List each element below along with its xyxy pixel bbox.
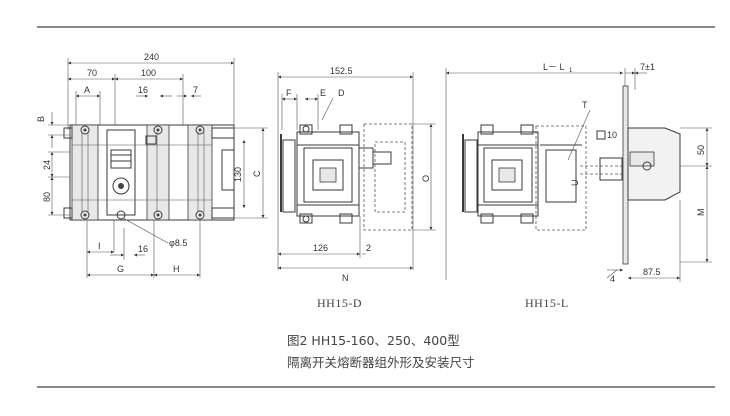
figure-caption-title: 图2 HH15-160、250、400型 bbox=[287, 333, 460, 348]
dim-80: 80 bbox=[42, 192, 52, 202]
dim-10: 10 bbox=[607, 130, 617, 140]
label-f: F bbox=[286, 88, 292, 98]
dim-l1-subscript: 1 bbox=[569, 68, 573, 74]
label-o: O bbox=[421, 175, 431, 182]
figure-caption-subtitle: 隔离开关熔断器组外形及安装尺寸 bbox=[287, 355, 475, 370]
label-t: T bbox=[582, 100, 588, 110]
side-view-d bbox=[277, 72, 436, 270]
label-m: M bbox=[696, 209, 706, 217]
dim-7-pm-1: 7±1 bbox=[640, 62, 655, 72]
side-view-l bbox=[445, 68, 712, 282]
dim-50: 50 bbox=[696, 145, 706, 155]
label-i: I bbox=[98, 241, 101, 251]
dim-126: 126 bbox=[313, 243, 328, 253]
label-c: C bbox=[252, 170, 262, 177]
label-b: B bbox=[36, 116, 46, 122]
dim-4: 4 bbox=[610, 274, 615, 284]
bottom-rule bbox=[37, 386, 715, 388]
label-g: G bbox=[117, 264, 124, 274]
label-e: E bbox=[320, 88, 326, 98]
dim-l-minus-l1: L－ L bbox=[543, 62, 565, 72]
dim-100: 100 bbox=[141, 68, 156, 78]
model-label-d: HH15-D bbox=[317, 296, 362, 310]
dim-16-top: 16 bbox=[138, 85, 148, 95]
dim-24: 24 bbox=[42, 160, 52, 170]
label-u: U bbox=[570, 180, 580, 187]
label-d: D bbox=[338, 88, 345, 98]
dim-7: 7 bbox=[193, 85, 198, 95]
front-view bbox=[48, 58, 268, 278]
label-h: H bbox=[173, 264, 180, 274]
model-label-l: HH15-L bbox=[525, 296, 569, 310]
dim-70: 70 bbox=[87, 68, 97, 78]
dim-phi-8-5: φ8.5 bbox=[169, 238, 187, 248]
top-rule bbox=[37, 26, 715, 28]
dim-2: 2 bbox=[366, 243, 371, 253]
label-a: A bbox=[84, 85, 90, 95]
dim-240: 240 bbox=[144, 52, 159, 62]
dim-16-bottom: 16 bbox=[138, 244, 148, 254]
dim-130: 130 bbox=[233, 167, 243, 182]
dim-152-5: 152.5 bbox=[330, 66, 353, 76]
label-n: N bbox=[342, 273, 349, 283]
dim-87-5: 87.5 bbox=[643, 267, 661, 277]
